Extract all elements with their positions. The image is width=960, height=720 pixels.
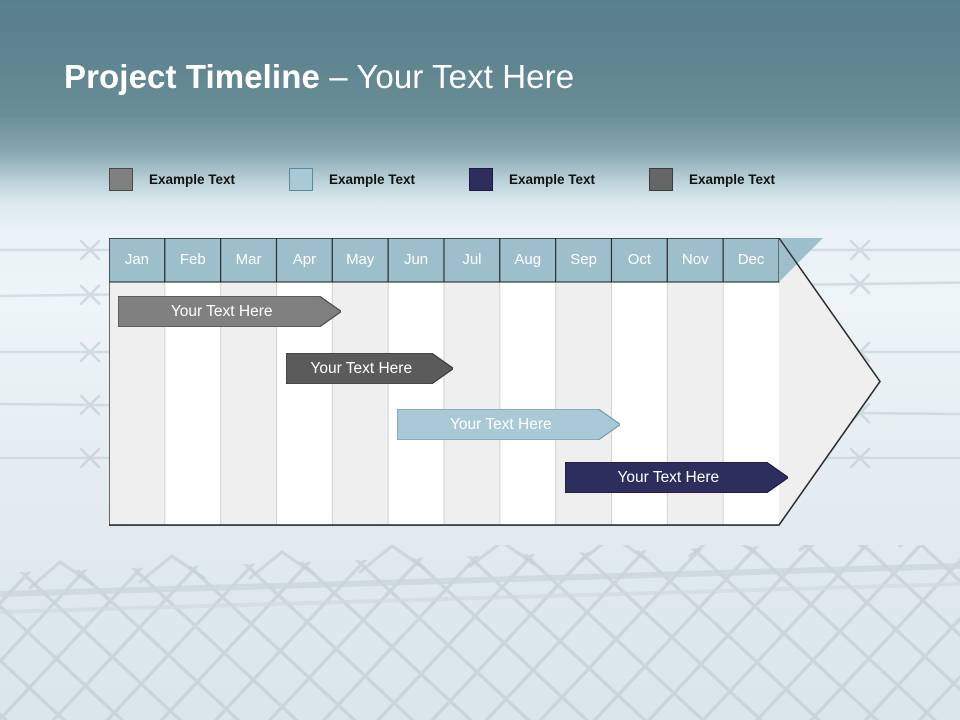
chart-column-jul (444, 282, 500, 525)
chart-column-aug (499, 282, 556, 525)
task-bar-label-4: Your Text Here (617, 469, 720, 486)
task-bar-2[interactable]: Your Text Here (285, 353, 453, 384)
task-bar-shape-2 (285, 353, 453, 384)
month-header-jul[interactable]: Jul (462, 251, 482, 268)
task-bar-3[interactable]: Your Text Here (397, 409, 621, 440)
legend: Example Text Example Text Example Text Exam… (109, 168, 869, 196)
legend-swatch-4 (649, 168, 673, 191)
chart-column-may (332, 282, 389, 525)
page-title: Project Timeline – Your Text Here (64, 58, 574, 96)
legend-swatch-2 (289, 168, 313, 191)
task-bar-1[interactable]: Your Text Here (118, 296, 342, 327)
legend-label-1: Example Text (149, 172, 236, 187)
page-title-bold: Project Timeline (64, 58, 320, 95)
task-bar-shape-4 (564, 462, 788, 493)
month-header-mar[interactable]: Mar (235, 251, 262, 268)
month-header-aug[interactable]: Aug (514, 251, 542, 268)
legend-label-3: Example Text (509, 172, 596, 187)
legend-swatch-1 (109, 168, 133, 191)
task-bar-shape-3 (397, 409, 621, 440)
month-header-nov[interactable]: Nov (681, 251, 709, 268)
legend-swatch-3 (469, 168, 493, 191)
task-bar-label-2: Your Text Here (310, 360, 413, 377)
month-header-jun[interactable]: Jun (403, 251, 429, 268)
month-header-dec[interactable]: Dec (737, 251, 765, 268)
task-bar-shape-1 (118, 296, 342, 327)
month-header-apr[interactable]: Apr (292, 251, 317, 268)
chart-column-jun (388, 282, 444, 525)
legend-item-4[interactable]: Example Text (649, 168, 775, 191)
month-header-jan[interactable]: Jan (124, 251, 149, 268)
legend-label-2: Example Text (329, 172, 416, 187)
month-header-sep[interactable]: Sep (570, 251, 597, 268)
page-title-rest: – Your Text Here (319, 58, 575, 95)
month-header-feb[interactable]: Feb (179, 251, 206, 268)
legend-label-4: Example Text (689, 172, 776, 187)
month-header-may[interactable]: May (346, 251, 375, 268)
task-bar-label-3: Your Text Here (449, 416, 552, 433)
month-header-oct[interactable]: Oct (627, 251, 652, 268)
task-bar-4[interactable]: Your Text Here (564, 462, 788, 493)
legend-item-3[interactable]: Example Text (469, 168, 595, 191)
legend-item-2[interactable]: Example Text (289, 168, 415, 191)
legend-item-1[interactable]: Example Text (109, 168, 235, 191)
task-bar-label-1: Your Text Here (170, 303, 273, 320)
